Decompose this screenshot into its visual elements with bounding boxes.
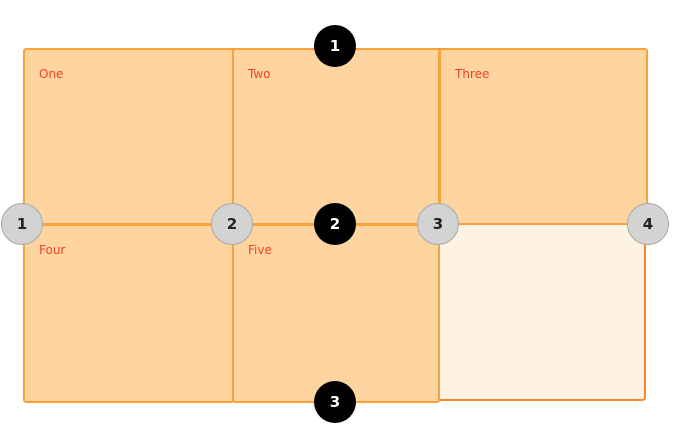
column-line-marker-3: 3 xyxy=(417,203,459,245)
grid-item-label: Two xyxy=(248,67,271,81)
row-line-marker-2: 2 xyxy=(314,203,356,245)
row-line-marker-3: 3 xyxy=(314,381,356,423)
column-line-marker-1: 1 xyxy=(1,203,43,245)
column-line-marker-4: 4 xyxy=(627,203,669,245)
column-line-marker-2: 2 xyxy=(211,203,253,245)
grid-item-three: Three xyxy=(439,48,648,225)
row-line-marker-1: 1 xyxy=(314,25,356,67)
grid-item-label: Five xyxy=(248,243,272,257)
grid-item-label: Three xyxy=(455,67,490,81)
grid-container: One Two Three Four Five xyxy=(23,48,648,403)
grid-item-five: Five xyxy=(232,224,440,403)
grid-item-label: One xyxy=(39,67,64,81)
grid-item-label: Four xyxy=(39,243,66,257)
grid-item-four: Four xyxy=(23,224,234,403)
grid-item-one: One xyxy=(23,48,234,225)
grid-item-two: Two xyxy=(232,48,440,225)
